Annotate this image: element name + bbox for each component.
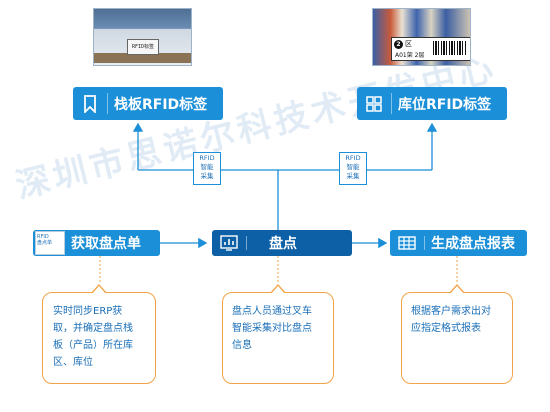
shelf-location-label: 2 区 A01架 2层 [391,37,470,61]
bubble-inventory: 盘点人员通过叉车 智能采集对比盘点 信息 [222,284,334,384]
rfid-collect-left: RFID 智能 采集 [193,152,221,185]
report-label: 生成盘点报表 [431,236,515,252]
get-list-label: 获取盘点单 [71,236,141,252]
barcode [433,41,467,55]
chart-icon [212,235,246,251]
inventory-doc-icon: RFID 盘点单 [35,231,65,255]
doc-icon-line2: 盘点单 [37,240,53,246]
bubble-line: 信息 [232,340,252,351]
bubble-line: 智能采集对比盘点 [232,323,312,334]
zone-text: 区 [405,40,412,48]
bubble-get-list: 实时同步ERP获 取，并确定盘点栈 板（产品）所在库 区、库位 [42,284,156,384]
rfid-collect-line3: 采集 [346,172,360,180]
bookmark-icon [73,94,107,113]
inventory-node: 盘点 [212,230,352,256]
pallet-rfid-tag: RFID标签 [127,39,159,55]
bubble-line: 板（产品）所在库 [53,340,133,351]
get-list-node: RFID 盘点单 获取盘点单 [33,230,160,256]
bubble-report: 根据客户需求出对 应指定格式报表 [401,284,513,384]
node-separator [391,93,392,114]
pallet-row [94,53,191,63]
node-separator [107,93,108,114]
bubble-line: 应指定格式报表 [411,323,481,334]
rfid-collect-line1: RFID [199,154,215,162]
shelf-code: A01架 2层 [395,52,425,59]
rfid-collect-right: RFID 智能 采集 [339,152,367,185]
pallet-rfid-label: 栈板RFID标签 [114,96,208,113]
table-icon [390,236,424,250]
rfid-collect-line2: 智能 [346,163,360,171]
location-rfid-node: 库位RFID标签 [357,87,507,120]
grid-icon [357,95,391,112]
location-rfid-label: 库位RFID标签 [398,96,492,113]
report-node: 生成盘点报表 [390,230,527,256]
shelf-photo: 2 区 A01架 2层 [372,8,471,66]
zone-number: 2 [394,40,403,49]
rfid-collect-line2: 智能 [200,163,214,171]
bubble-line: 区、库位 [53,357,93,368]
bubble-line: 实时同步ERP获 [53,306,123,317]
pallet-photo: RFID标签 [93,8,192,66]
bubble-line: 盘点人员通过叉车 [232,306,312,317]
inventory-label: 盘点 [269,236,297,252]
node-separator [424,236,425,250]
doc-icon-line1: RFID [37,234,49,240]
node-separator [246,236,247,250]
pallet-rfid-node: 栈板RFID标签 [73,87,223,120]
bubble-line: 根据客户需求出对 [411,306,491,317]
bubble-line: 取，并确定盘点栈 [53,323,133,334]
rfid-collect-line1: RFID [345,154,361,162]
rfid-collect-line3: 采集 [200,172,214,180]
